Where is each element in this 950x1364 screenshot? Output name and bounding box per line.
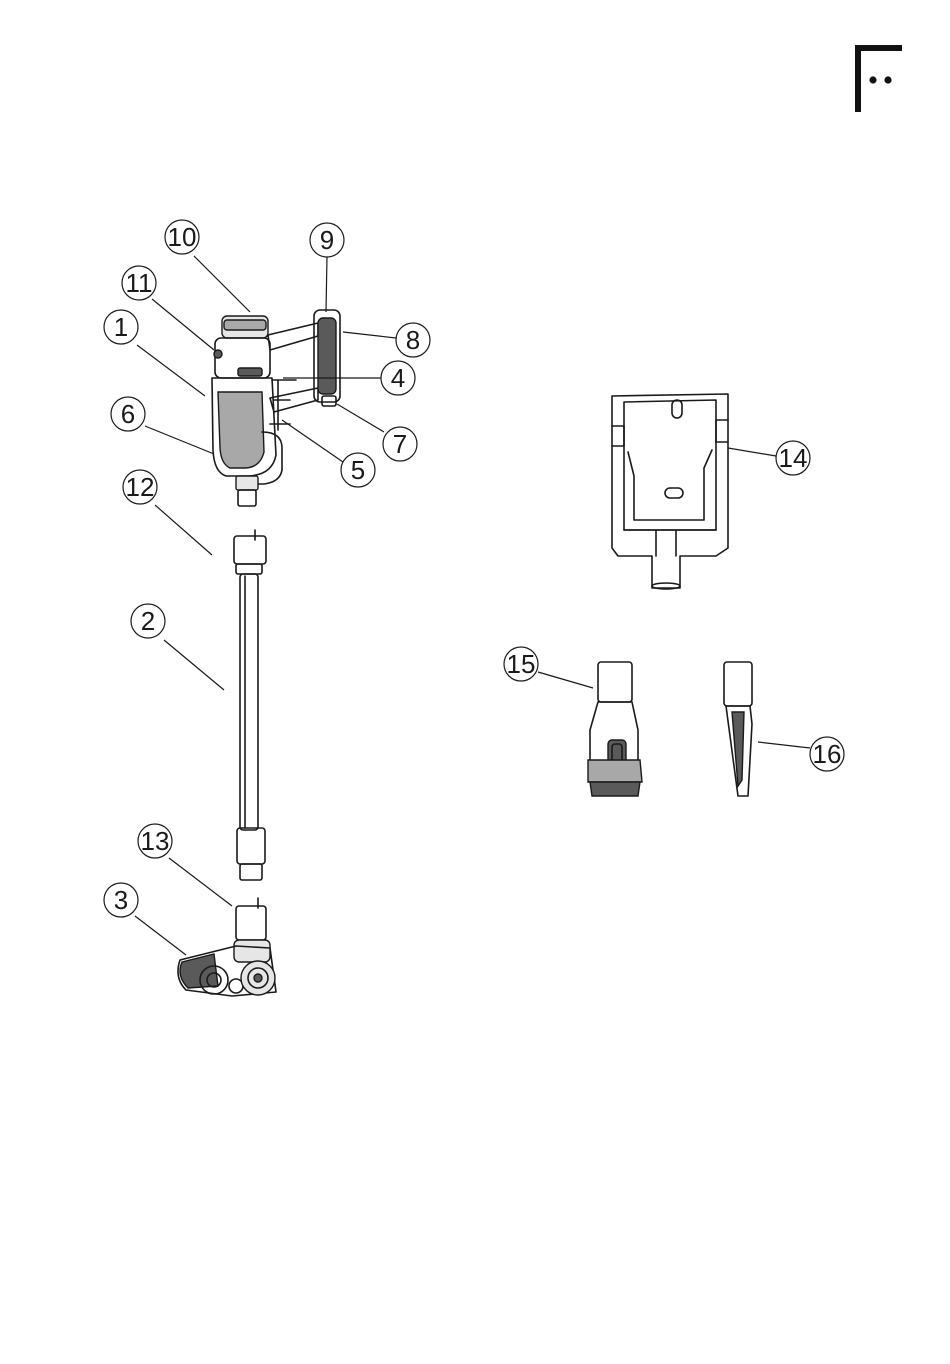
callout-7: 7: [383, 427, 417, 461]
floor-brush-head: [178, 898, 276, 996]
callout-10: 10: [165, 220, 199, 254]
callout-16-label: 16: [813, 739, 842, 769]
callout-10-label: 10: [168, 222, 197, 252]
callout-5: 5: [341, 453, 375, 487]
callout-14-label: 14: [779, 443, 808, 473]
callout-4-label: 4: [391, 363, 405, 393]
callout-9-label: 9: [320, 225, 334, 255]
callout-11-label: 11: [126, 268, 153, 298]
callout-12: 12: [123, 470, 157, 504]
callout-13: 13: [138, 824, 172, 858]
callout-16: 16: [810, 737, 844, 771]
callout-7-label: 7: [393, 429, 407, 459]
callout-15: 15: [504, 647, 538, 681]
callout-2: 2: [131, 604, 165, 638]
crevice-tool: [724, 662, 752, 796]
wall-mount-bracket: [612, 394, 728, 589]
callout-3: 3: [104, 883, 138, 917]
callout-12-label: 12: [126, 472, 155, 502]
dusting-brush-tool: [588, 662, 642, 796]
callout-8: 8: [396, 323, 430, 357]
handheld-main-unit: [212, 310, 340, 506]
callout-15-label: 15: [507, 649, 536, 679]
callout-6-label: 6: [121, 399, 135, 429]
callout-9: 9: [310, 223, 344, 257]
callout-14: 14: [776, 441, 810, 475]
extension-tube: [234, 530, 266, 880]
callout-3-label: 3: [114, 885, 128, 915]
callout-5-label: 5: [351, 455, 365, 485]
callout-1: 1: [104, 310, 138, 344]
callout-13-label: 13: [141, 826, 170, 856]
callout-1-label: 1: [114, 312, 128, 342]
callout-11: 11: [122, 266, 156, 300]
callout-6: 6: [111, 397, 145, 431]
callout-2-label: 2: [141, 606, 155, 636]
callout-8-label: 8: [406, 325, 420, 355]
brand-logo-icon: [858, 48, 902, 112]
callout-4: 4: [381, 361, 415, 395]
